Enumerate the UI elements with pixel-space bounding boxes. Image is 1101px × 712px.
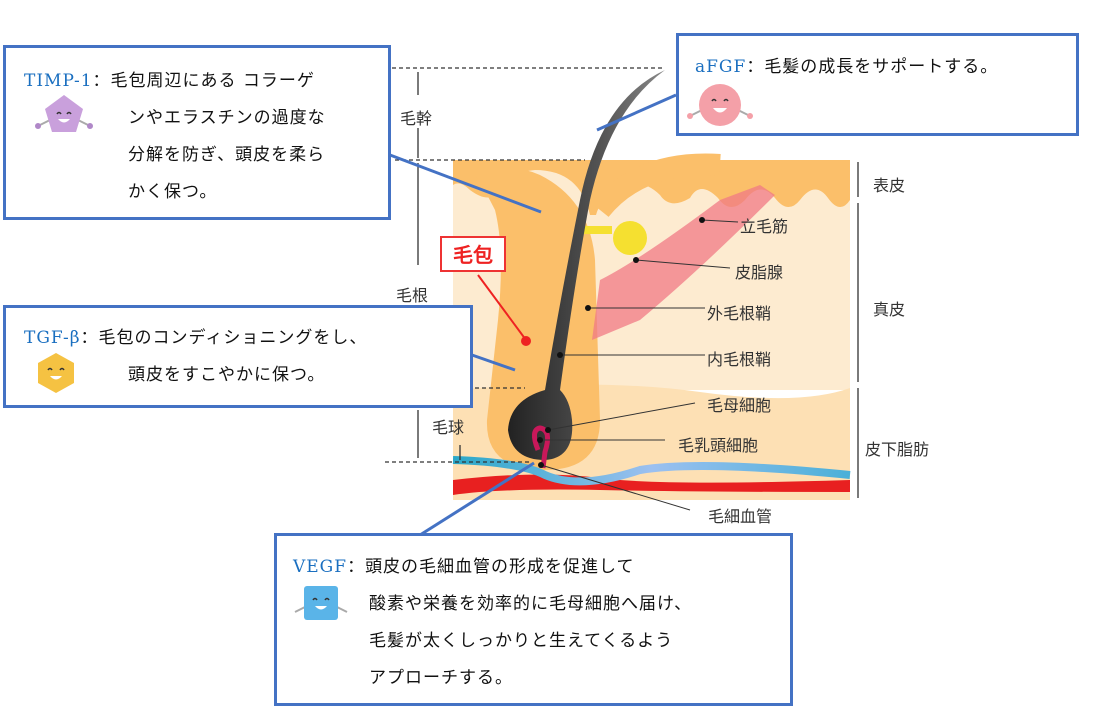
label-hair-bulb: 毛球 xyxy=(432,418,465,437)
label-hair-root: 毛根 xyxy=(396,286,429,305)
circle-mascot-icon xyxy=(687,84,753,126)
follicle xyxy=(475,167,600,470)
arrector-pili-muscle xyxy=(592,185,775,340)
callout-text: 毛髪が太くしっかりと生えてくるよう xyxy=(369,631,674,651)
sebaceous-gland xyxy=(613,221,647,255)
label-dermal-papilla: 毛乳頭細胞 xyxy=(678,436,759,455)
callout-afgf: aFGF：毛髪の成長をサポートする。 xyxy=(676,33,1079,136)
callout-text: 分解を防ぎ、頭皮を柔ら xyxy=(128,145,326,165)
epidermis xyxy=(453,160,850,215)
label-dermis: 真皮 xyxy=(873,300,906,319)
callout-key: TIMP-1 xyxy=(24,71,93,91)
callout-timp1: TIMP-1：毛包周辺にある コラーゲ ンやエラスチンの過度な 分解を防ぎ、頭皮… xyxy=(3,45,391,220)
square-mascot-icon xyxy=(294,586,348,620)
label-subcutaneous: 皮下脂肪 xyxy=(865,440,930,459)
callout-text: 毛包のコンディショニングをし、 xyxy=(98,328,368,348)
label-epidermis: 表皮 xyxy=(873,176,906,195)
capillary-blue xyxy=(452,456,851,486)
label-matrix-cells: 毛母細胞 xyxy=(707,396,772,415)
callout-text: 毛包周辺にある コラーゲ xyxy=(110,71,315,91)
label-follicle: 毛包 xyxy=(440,236,506,272)
callout-text: アプローチする。 xyxy=(369,668,513,688)
label-arrector-pili: 立毛筋 xyxy=(740,217,789,236)
label-hair-shaft: 毛幹 xyxy=(400,109,433,128)
callout-text: かく保つ。 xyxy=(128,182,218,202)
callout-key: aFGF xyxy=(695,57,747,77)
dermal-papilla xyxy=(532,425,551,469)
label-sebaceous: 皮脂腺 xyxy=(735,263,784,282)
callout-vegf: VEGF：頭皮の毛細血管の形成を促進して 酸素や栄養を効率的に毛母細胞へ届け、 … xyxy=(274,533,793,706)
label-capillary: 毛細血管 xyxy=(708,507,773,526)
label-inner-root-sheath: 内毛根鞘 xyxy=(707,350,772,369)
callout-text: 酸素や栄養を効率的に毛母細胞へ届け、 xyxy=(369,594,693,614)
pentagon-mascot-icon xyxy=(35,95,93,132)
hair xyxy=(508,70,665,460)
callout-text: ンやエラスチンの過度な xyxy=(128,108,326,128)
callout-tgf-beta: TGF-β：毛包のコンディショニングをし、 頭皮をすこやかに保つ。 xyxy=(3,305,473,408)
callout-text: 毛髪の成長をサポートする。 xyxy=(764,57,999,77)
callout-key: VEGF xyxy=(293,557,348,577)
callout-text: 頭皮の毛細血管の形成を促進して xyxy=(365,557,635,577)
label-outer-root-sheath: 外毛根鞘 xyxy=(707,304,772,323)
callout-key: TGF-β xyxy=(24,328,81,348)
callout-text: 頭皮をすこやかに保つ。 xyxy=(128,365,326,385)
hexagon-mascot-icon xyxy=(38,353,74,393)
